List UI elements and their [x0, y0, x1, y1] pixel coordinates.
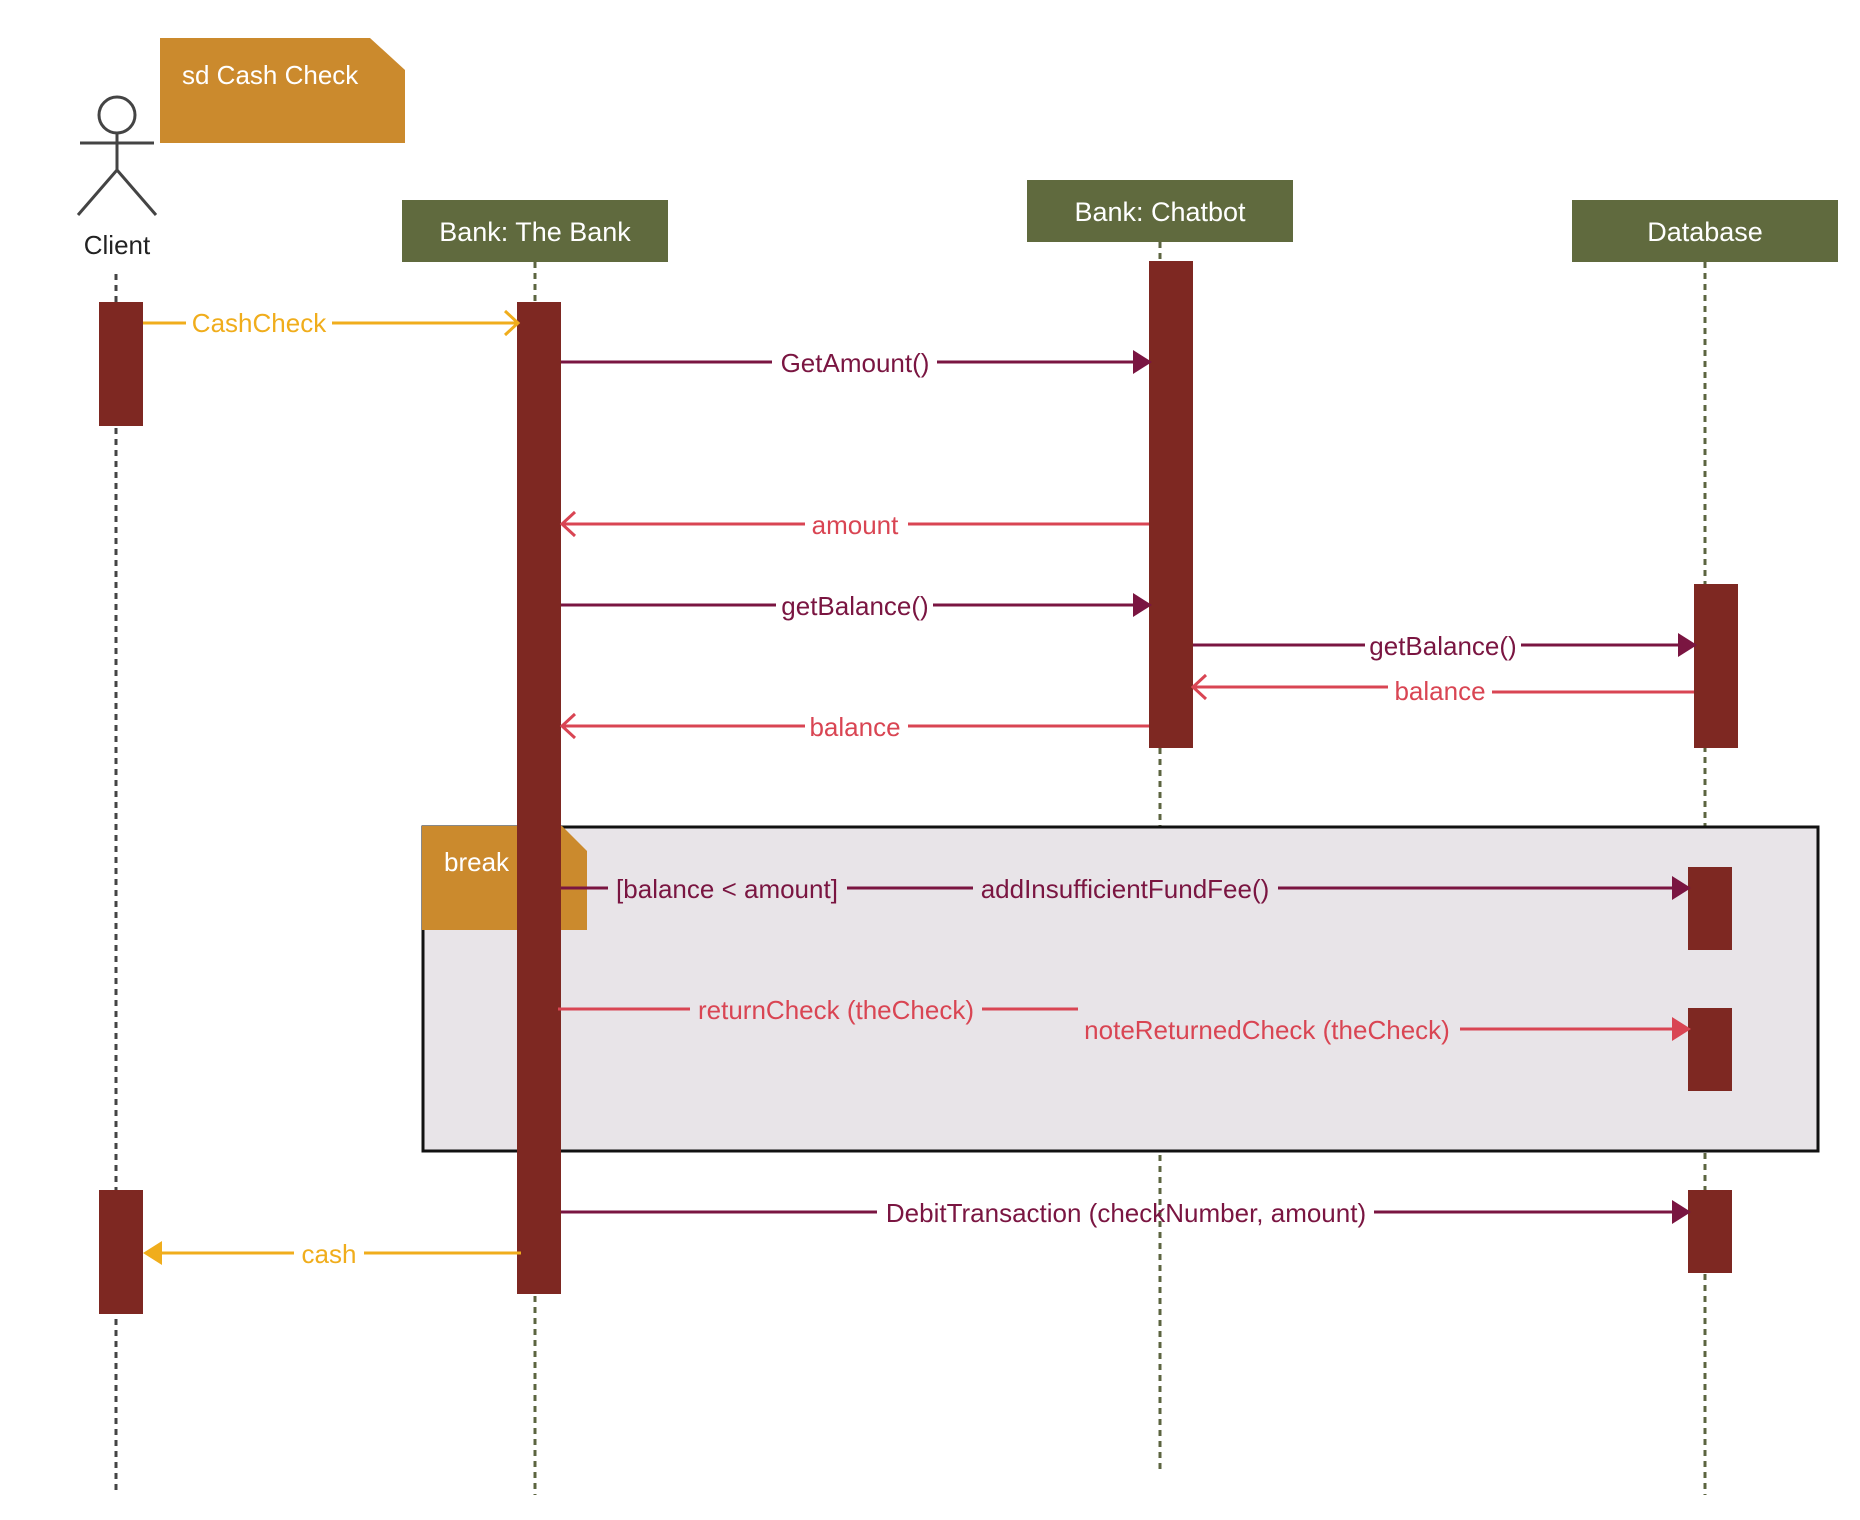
break-fragment [421, 825, 1820, 1153]
database-activation-2 [1688, 867, 1732, 950]
bank-activation [517, 302, 561, 1294]
message-get-amount-label: GetAmount() [781, 348, 930, 378]
participant-bank: Bank: The Bank [402, 200, 668, 262]
message-cash: cash [143, 1239, 521, 1269]
message-return-check-label: returnCheck (theCheck) [698, 995, 974, 1025]
frame-title: sd Cash Check [182, 60, 359, 90]
message-get-balance-bank-label: getBalance() [781, 591, 928, 621]
client-activation-1 [99, 302, 143, 426]
message-cash-label: cash [302, 1239, 357, 1269]
break-guard: [balance < amount] [616, 874, 838, 904]
message-balance-db: balance [1190, 673, 1694, 706]
message-cash-check: CashCheck [143, 308, 521, 338]
message-get-balance-chatbot: getBalance() [1193, 631, 1697, 661]
message-get-balance-bank: getBalance() [561, 591, 1152, 621]
message-balance-db-label: balance [1394, 676, 1485, 706]
client-actor-icon [76, 95, 158, 216]
participant-bank-label: Bank: The Bank [439, 217, 631, 247]
chatbot-activation [1149, 261, 1193, 748]
message-get-balance-chatbot-label: getBalance() [1369, 631, 1516, 661]
message-note-returned: noteReturnedCheck (theCheck) [1084, 1015, 1691, 1045]
message-amount: amount [559, 510, 1149, 540]
message-add-fee-label: addInsufficientFundFee() [981, 874, 1270, 904]
client-activation-2 [99, 1190, 143, 1314]
database-activation-4 [1688, 1190, 1732, 1273]
break-operator: break [444, 847, 510, 877]
participant-database: Database [1572, 200, 1838, 262]
message-get-amount: GetAmount() [561, 348, 1152, 378]
client-label: Client [84, 230, 151, 260]
database-activation-1 [1694, 584, 1738, 748]
message-balance-chatbot-label: balance [809, 712, 900, 742]
participant-database-label: Database [1647, 217, 1763, 247]
message-amount-label: amount [812, 510, 899, 540]
frame-title-tab: sd Cash Check [160, 38, 405, 143]
message-debit-label: DebitTransaction (checkNumber, amount) [886, 1198, 1366, 1228]
participant-chatbot-label: Bank: Chatbot [1074, 197, 1246, 227]
message-add-fee: [balance < amount] addInsufficientFundFe… [561, 874, 1691, 904]
database-activation-3 [1688, 1008, 1732, 1091]
message-return-check: returnCheck (theCheck) [558, 995, 1078, 1025]
participant-chatbot: Bank: Chatbot [1027, 180, 1293, 242]
break-fragment-tab: break [422, 826, 587, 930]
message-debit: DebitTransaction (checkNumber, amount) [561, 1198, 1691, 1228]
message-balance-chatbot: balance [559, 712, 1149, 742]
message-note-returned-label: noteReturnedCheck (theCheck) [1084, 1015, 1450, 1045]
message-cash-check-label: CashCheck [192, 308, 327, 338]
